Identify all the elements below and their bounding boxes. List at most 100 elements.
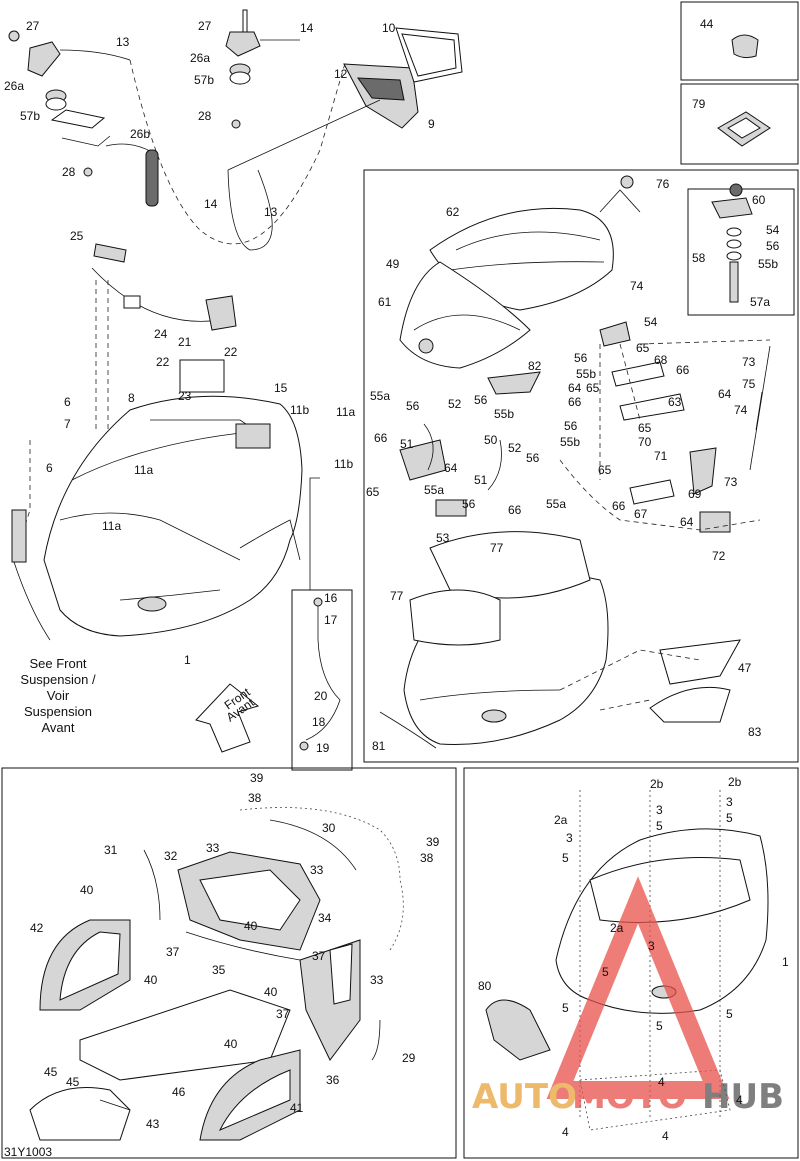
callout: 43 (146, 1117, 160, 1131)
callout: 50 (484, 433, 498, 447)
hinge-assembly (399, 321, 731, 533)
callout: 70 (638, 435, 652, 449)
seal-30 (269, 819, 357, 871)
callout: 1 (782, 955, 789, 969)
callout: 30 (322, 821, 336, 835)
callout: 49 (386, 257, 400, 271)
callout: 20 (314, 689, 328, 703)
callout: 10 (382, 21, 396, 35)
callout: 52 (508, 441, 522, 455)
callout: 34 (318, 911, 332, 925)
callout: 40 (80, 883, 94, 897)
detail-box-79 (680, 83, 799, 165)
callout: 4 (562, 1125, 569, 1139)
callout: 38 (420, 851, 434, 865)
callout: 4 (658, 1075, 665, 1089)
callout: 55b (576, 367, 596, 381)
callout: 28 (62, 165, 76, 179)
callout: 16 (324, 591, 338, 605)
front-body-variant (403, 531, 609, 745)
callout: 54 (644, 315, 658, 329)
callout: 55b (494, 407, 514, 421)
callout: 39 (426, 835, 440, 849)
callout: 55b (560, 435, 580, 449)
callout: 56 (574, 351, 588, 365)
trim-31 (143, 849, 161, 921)
trim-82 (487, 371, 541, 395)
callout: 55a (370, 389, 390, 403)
callout: 24 (154, 327, 168, 341)
callout: 31 (104, 843, 118, 857)
note-line-1: See Front (29, 656, 86, 671)
clip-76 (620, 175, 634, 189)
panel-guides (559, 649, 701, 711)
callout: 64 (680, 515, 694, 529)
callout: 5 (562, 1001, 569, 1015)
callout: 75 (742, 377, 756, 391)
callout: 1 (184, 653, 191, 667)
callout: 64 (718, 387, 732, 401)
callout: 6 (64, 395, 71, 409)
callout: 4 (736, 1093, 743, 1107)
front-direction-arrow: Front Avant (195, 683, 260, 753)
callout: 64 (568, 381, 582, 395)
release-handle-assembly-right (225, 9, 300, 129)
callout: 13 (116, 35, 130, 49)
latch-bracket-9 (343, 27, 463, 129)
callout: 82 (528, 359, 542, 373)
callout: 17 (324, 613, 338, 627)
cable-29 (371, 1019, 381, 1061)
callout: 55a (424, 483, 444, 497)
callout: 51 (474, 473, 488, 487)
detail-box-44 (680, 1, 799, 81)
callout: 74 (630, 279, 644, 293)
strut-guide (639, 339, 771, 345)
callout: 5 (562, 851, 569, 865)
watermark-text-3: HUB (702, 1077, 784, 1117)
callout: 37 (166, 945, 180, 959)
gas-strut-75 (749, 345, 771, 471)
cable-26b (105, 143, 159, 207)
cable-assembly-20 (299, 597, 341, 751)
leader-76 (599, 189, 641, 213)
callout: 12 (334, 67, 348, 81)
callout: 40 (244, 919, 258, 933)
callout: 35 (212, 963, 226, 977)
callout: 33 (206, 841, 220, 855)
callout: 11a (336, 405, 355, 419)
callout: 80 (478, 979, 492, 993)
callout: 65 (636, 341, 650, 355)
cable-route-13 (129, 59, 347, 245)
trim-43 (29, 1087, 131, 1141)
callout: 2a (554, 813, 568, 827)
mount-detail (711, 183, 753, 303)
watermark-text-1: AUTO (472, 1077, 577, 1117)
panel-47 (659, 639, 741, 685)
callout: 74 (734, 403, 748, 417)
callout: 69 (688, 487, 702, 501)
callout: 2b (728, 775, 742, 789)
callout: 56 (474, 393, 488, 407)
note-line-2: Suspension / (20, 672, 96, 687)
callout: 26b (130, 127, 150, 141)
callout: 61 (378, 295, 392, 309)
support-rod-24 (91, 243, 237, 331)
lip-81 (379, 711, 437, 749)
callout: 51 (400, 437, 414, 451)
callout: 53 (436, 531, 450, 545)
callout: 11a (102, 519, 121, 533)
callout: 68 (654, 353, 668, 367)
callout: 8 (128, 391, 135, 405)
callout: 27 (26, 19, 40, 33)
callout: 71 (654, 449, 668, 463)
callout: 29 (402, 1051, 416, 1065)
callout: 22 (156, 355, 170, 369)
callout: 4 (662, 1129, 669, 1143)
clip-44 (731, 34, 759, 59)
guide-lines-6 (95, 280, 109, 430)
callout: 56 (406, 399, 420, 413)
callout: 73 (724, 475, 738, 489)
callout: 65 (366, 485, 380, 499)
callout: 5 (726, 811, 733, 825)
callout: 45 (66, 1075, 80, 1089)
